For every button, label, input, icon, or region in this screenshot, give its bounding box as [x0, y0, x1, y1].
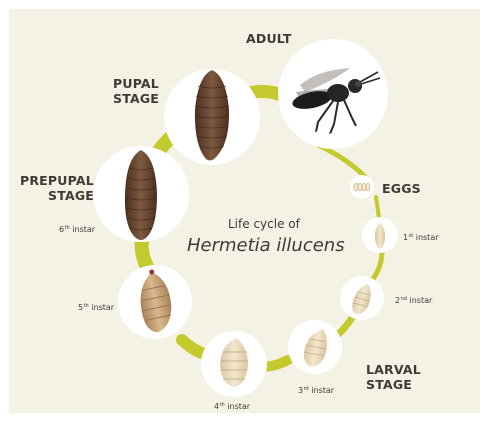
title-line1: Life cycle of	[228, 217, 300, 231]
adult-label: ADULT	[246, 31, 292, 46]
sixth-instar-label: 6th instar	[59, 223, 95, 235]
ring-adult-eggs	[318, 145, 368, 180]
pupal-label-line1: PUPAL	[113, 76, 159, 91]
second-instar-label: 2nd instar	[395, 294, 432, 306]
eggs-label: EGGS	[382, 181, 421, 196]
prepupal-label-line2: STAGE	[20, 188, 94, 203]
larval-stage-label: LARVAL STAGE	[366, 362, 421, 392]
fifth-instar-label: 5th instar	[78, 301, 114, 313]
larval-label-line2: STAGE	[366, 377, 421, 392]
third-instar-label: 3rd instar	[298, 384, 334, 396]
pupal-label-line2: STAGE	[113, 91, 159, 106]
title-species: Hermetia illucens	[187, 235, 345, 256]
larval-label-line1: LARVAL	[366, 362, 421, 377]
prepupal-stage-label: PREPUPAL STAGE	[20, 173, 94, 203]
fourth-instar-label: 4th instar	[214, 400, 250, 412]
ring-eggs-first	[376, 197, 379, 218]
pupal-stage-label: PUPAL STAGE	[113, 76, 159, 106]
first-instar-label: 1st instar	[403, 231, 439, 243]
prepupal-label-line1: PREPUPAL	[20, 173, 94, 188]
